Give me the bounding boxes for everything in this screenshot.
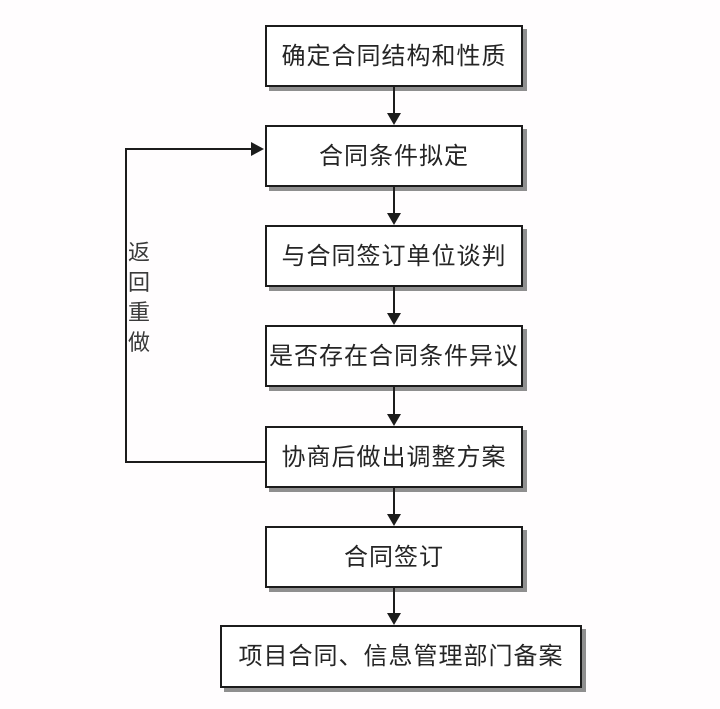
arrowhead-down-icon [387, 613, 401, 625]
feedback-line-bottom [125, 461, 265, 463]
arrowhead-down-icon [387, 213, 401, 225]
arrow-line-4-5 [393, 387, 395, 415]
flow-node-adjustment-plan-label: 协商后做出调整方案 [281, 442, 507, 471]
flow-node-sign-contract: 合同签订 [265, 526, 523, 588]
arrowhead-down-icon [387, 313, 401, 325]
feedback-line-top [125, 148, 252, 150]
flow-node-sign-contract-label: 合同签订 [344, 542, 444, 571]
arrowhead-down-icon [387, 414, 401, 426]
flow-node-objection-check-label: 是否存在合同条件异议 [269, 341, 519, 370]
arrow-line-1-2 [393, 87, 395, 114]
feedback-loop-label: 返回重做 [127, 241, 150, 356]
flow-node-objection-check: 是否存在合同条件异议 [265, 325, 523, 387]
arrowhead-right-icon [251, 142, 264, 156]
flow-node-filing-label: 项目合同、信息管理部门备案 [238, 642, 564, 671]
arrow-line-6-7 [393, 588, 395, 614]
flow-node-draft-conditions: 合同条件拟定 [265, 125, 523, 187]
arrowhead-down-icon [387, 514, 401, 526]
flow-node-structure-label: 确定合同结构和性质 [281, 41, 507, 70]
arrowhead-down-icon [387, 113, 401, 125]
flow-node-filing: 项目合同、信息管理部门备案 [220, 625, 582, 688]
arrow-line-5-6 [393, 488, 395, 515]
flow-node-negotiate: 与合同签订单位谈判 [265, 225, 523, 287]
arrow-line-2-3 [393, 187, 395, 214]
flow-node-draft-conditions-label: 合同条件拟定 [319, 141, 469, 170]
flow-node-structure: 确定合同结构和性质 [265, 25, 523, 87]
arrow-line-3-4 [393, 287, 395, 314]
flow-node-adjustment-plan: 协商后做出调整方案 [265, 426, 523, 488]
flow-node-negotiate-label: 与合同签订单位谈判 [281, 241, 507, 270]
feedback-line-vertical [125, 149, 127, 463]
